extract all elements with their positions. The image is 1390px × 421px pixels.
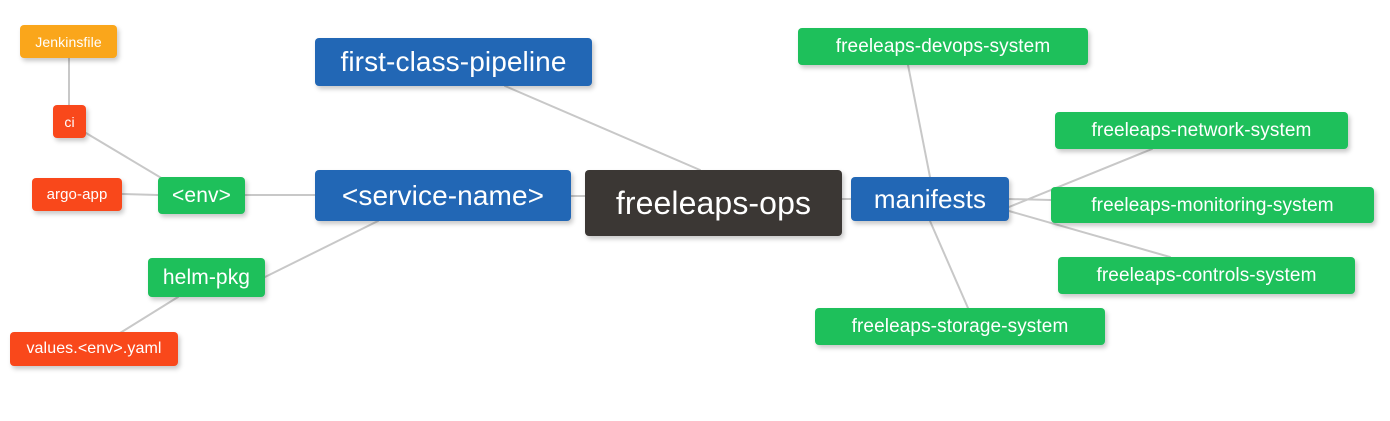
mindmap-node-label: freeleaps-controls-system (1096, 265, 1317, 286)
mindmap-node-argo-app[interactable]: argo-app (32, 178, 122, 211)
mindmap-node-label: manifests (873, 184, 987, 214)
mindmap-node-label: <env> (172, 184, 231, 207)
mindmap-node-label: ci (64, 113, 75, 130)
edge-ci-to-env (85, 132, 164, 180)
mindmap-node-helm-pkg[interactable]: helm-pkg (148, 258, 265, 297)
edge-manifests-to-freeleaps-monitoring-system (1008, 198, 1052, 201)
mindmap-node-label: freeleaps-storage-system (851, 316, 1069, 337)
edge-values-env-yaml-to-helm-pkg (119, 296, 179, 334)
mindmap-node-env[interactable]: <env> (158, 177, 245, 214)
mindmap-node-values-env-yaml[interactable]: values.<env>.yaml (10, 332, 178, 366)
mindmap-node-label: freeleaps-monitoring-system (1091, 194, 1334, 216)
mindmap-node-label: freeleaps-network-system (1091, 120, 1312, 141)
mindmap-node-manifests[interactable]: manifests (851, 177, 1009, 221)
mindmap-node-label: first-class-pipeline (340, 46, 567, 77)
mindmap-node-label: freeleaps-devops-system (835, 36, 1051, 57)
mindmap-node-freeleaps-monitoring-system[interactable]: freeleaps-monitoring-system (1051, 187, 1374, 223)
mindmap-node-label: argo-app (46, 186, 108, 203)
mindmap-node-label: Jenkinsfile (35, 33, 102, 50)
mindmap-node-first-class-pipeline[interactable]: first-class-pipeline (315, 38, 592, 86)
edge-argo-app-to-env (121, 193, 159, 196)
mindmap-node-label: values.<env>.yaml (26, 340, 162, 357)
mindmap-node-freeleaps-ops[interactable]: freeleaps-ops (585, 170, 842, 236)
mindmap-node-label: freeleaps-ops (615, 185, 812, 221)
edge-first-class-pipeline-to-freeleaps-ops (504, 85, 701, 171)
mindmap-node-freeleaps-storage-system[interactable]: freeleaps-storage-system (815, 308, 1105, 345)
mindmap-node-freeleaps-controls-system[interactable]: freeleaps-controls-system (1058, 257, 1355, 294)
mindmap-node-freeleaps-devops-system[interactable]: freeleaps-devops-system (798, 28, 1088, 65)
edge-helm-pkg-to-service-name (264, 220, 379, 278)
mindmap-node-service-name[interactable]: <service-name> (315, 170, 571, 221)
mindmap-node-label: <service-name> (341, 179, 545, 211)
mindmap-node-label: helm-pkg (162, 266, 251, 289)
mindmap-node-ci[interactable]: ci (53, 105, 86, 138)
edge-manifests-to-freeleaps-storage-system (929, 220, 969, 309)
mindmap-node-freeleaps-network-system[interactable]: freeleaps-network-system (1055, 112, 1348, 149)
mindmap-node-jenkinsfile[interactable]: Jenkinsfile (20, 25, 117, 58)
edge-manifests-to-freeleaps-devops-system (907, 64, 931, 178)
